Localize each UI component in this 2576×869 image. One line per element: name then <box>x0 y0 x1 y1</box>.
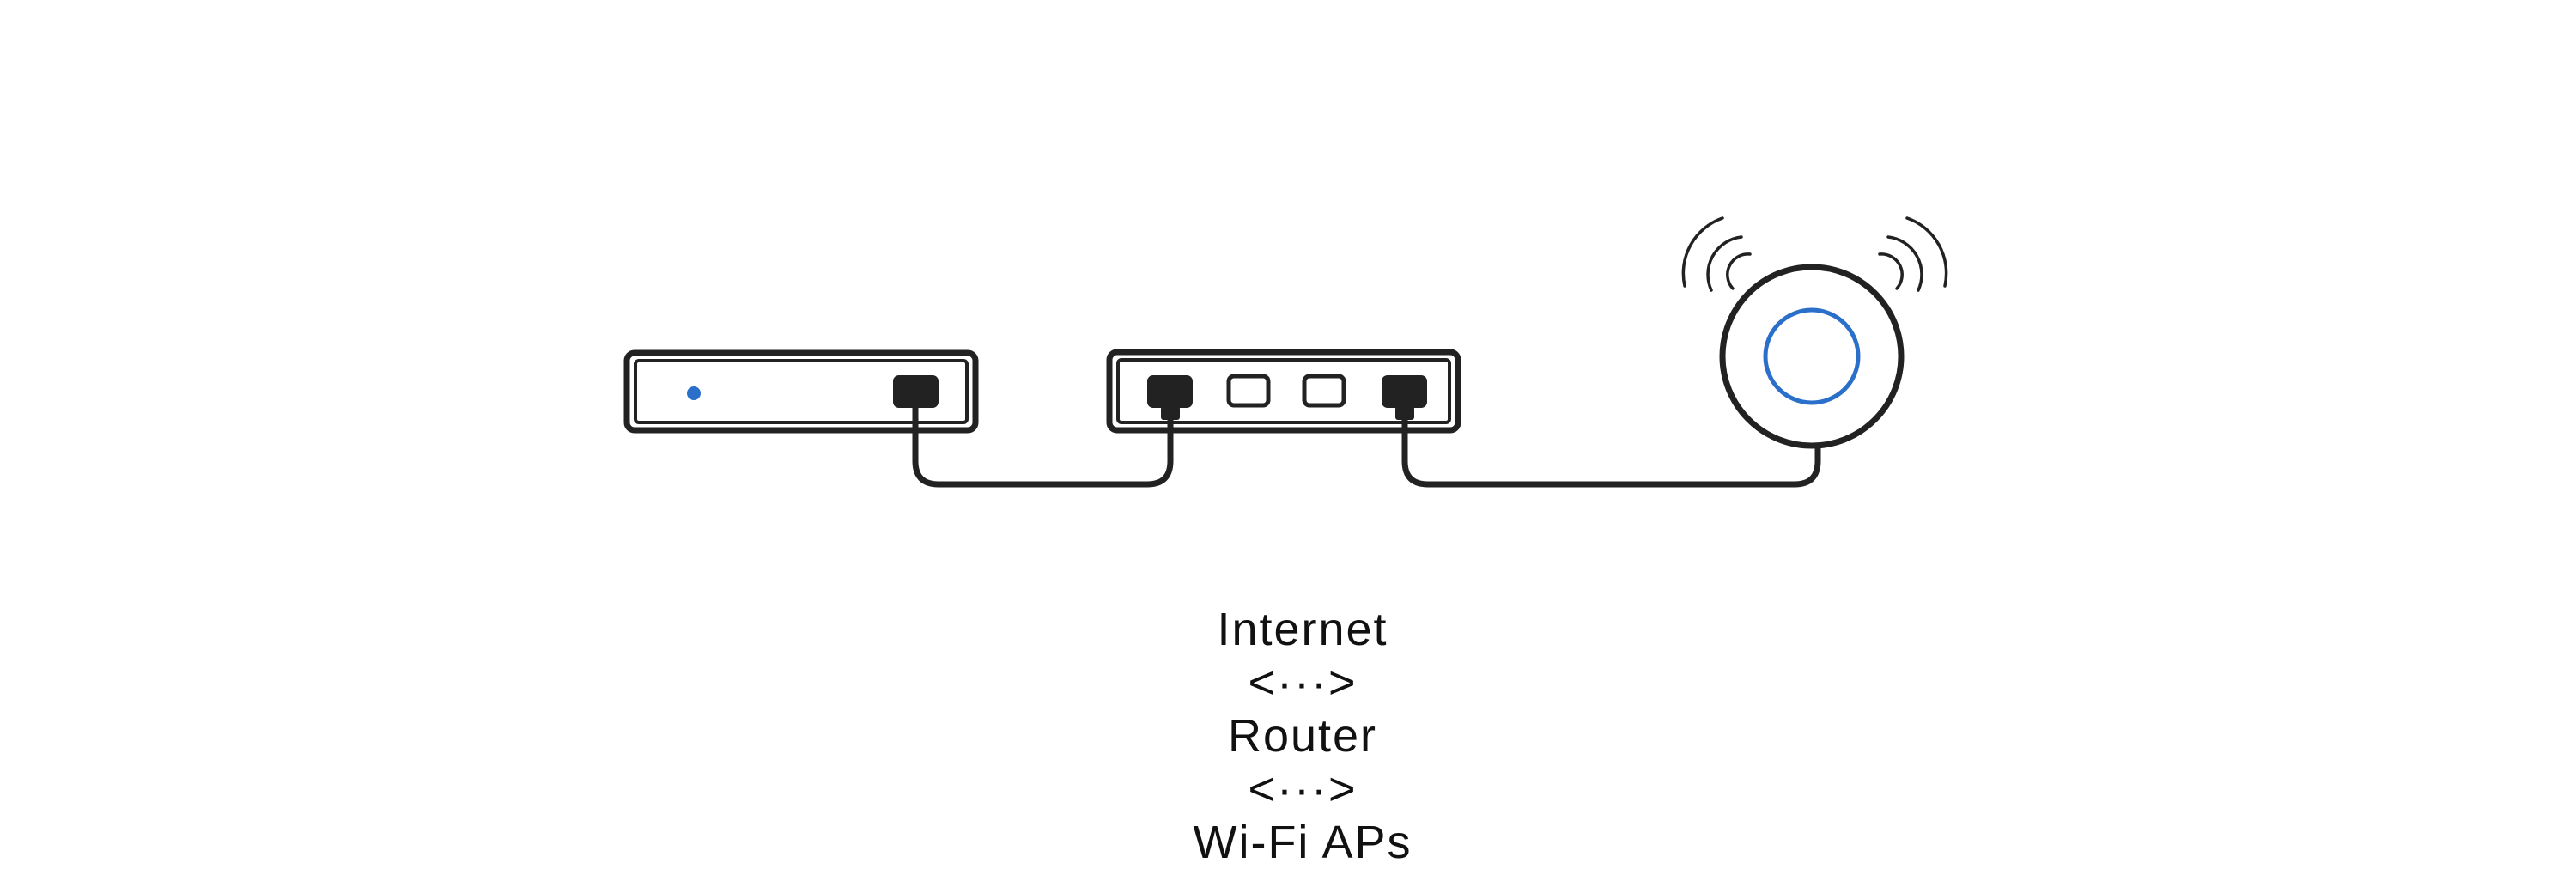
router-port-3 <box>1302 374 1346 408</box>
router-port-2 <box>1226 374 1271 408</box>
router-outer-body <box>1106 349 1461 434</box>
router-port-1 <box>1147 375 1193 408</box>
modem-port-filled <box>893 375 939 408</box>
wifi-signal-right-icon <box>1878 216 1948 292</box>
cable-router-to-ap <box>1401 420 1821 488</box>
wifi-signal-left-icon <box>1681 216 1752 292</box>
router-inner-body <box>1116 358 1451 424</box>
ap-blue-ring <box>1763 307 1861 405</box>
router-plug-left <box>1161 406 1180 420</box>
modem-inner-body <box>634 359 969 424</box>
network-diagram <box>623 216 1948 488</box>
wifi-access-point <box>1719 264 1905 449</box>
modem-status-led <box>687 386 701 400</box>
cable-modem-to-router <box>912 408 1174 488</box>
ap-outer-ring <box>1719 264 1905 449</box>
router <box>1106 349 1461 434</box>
diagram-caption: Internet <···> Router <···> Wi-Fi APs <box>0 550 2576 869</box>
modem-outer-body <box>623 349 979 434</box>
caption-wifi-aps: Wi-Fi APs <box>1193 817 1413 868</box>
network-cables <box>912 408 1821 488</box>
caption-arrow-2: <···> <box>1248 763 1358 815</box>
router-port-4 <box>1382 375 1427 408</box>
caption-internet: Internet <box>1217 604 1388 655</box>
caption-arrow-1: <···> <box>1248 657 1358 708</box>
caption-router: Router <box>1227 710 1378 762</box>
router-plug-right <box>1395 406 1414 420</box>
internet-modem <box>623 349 979 434</box>
